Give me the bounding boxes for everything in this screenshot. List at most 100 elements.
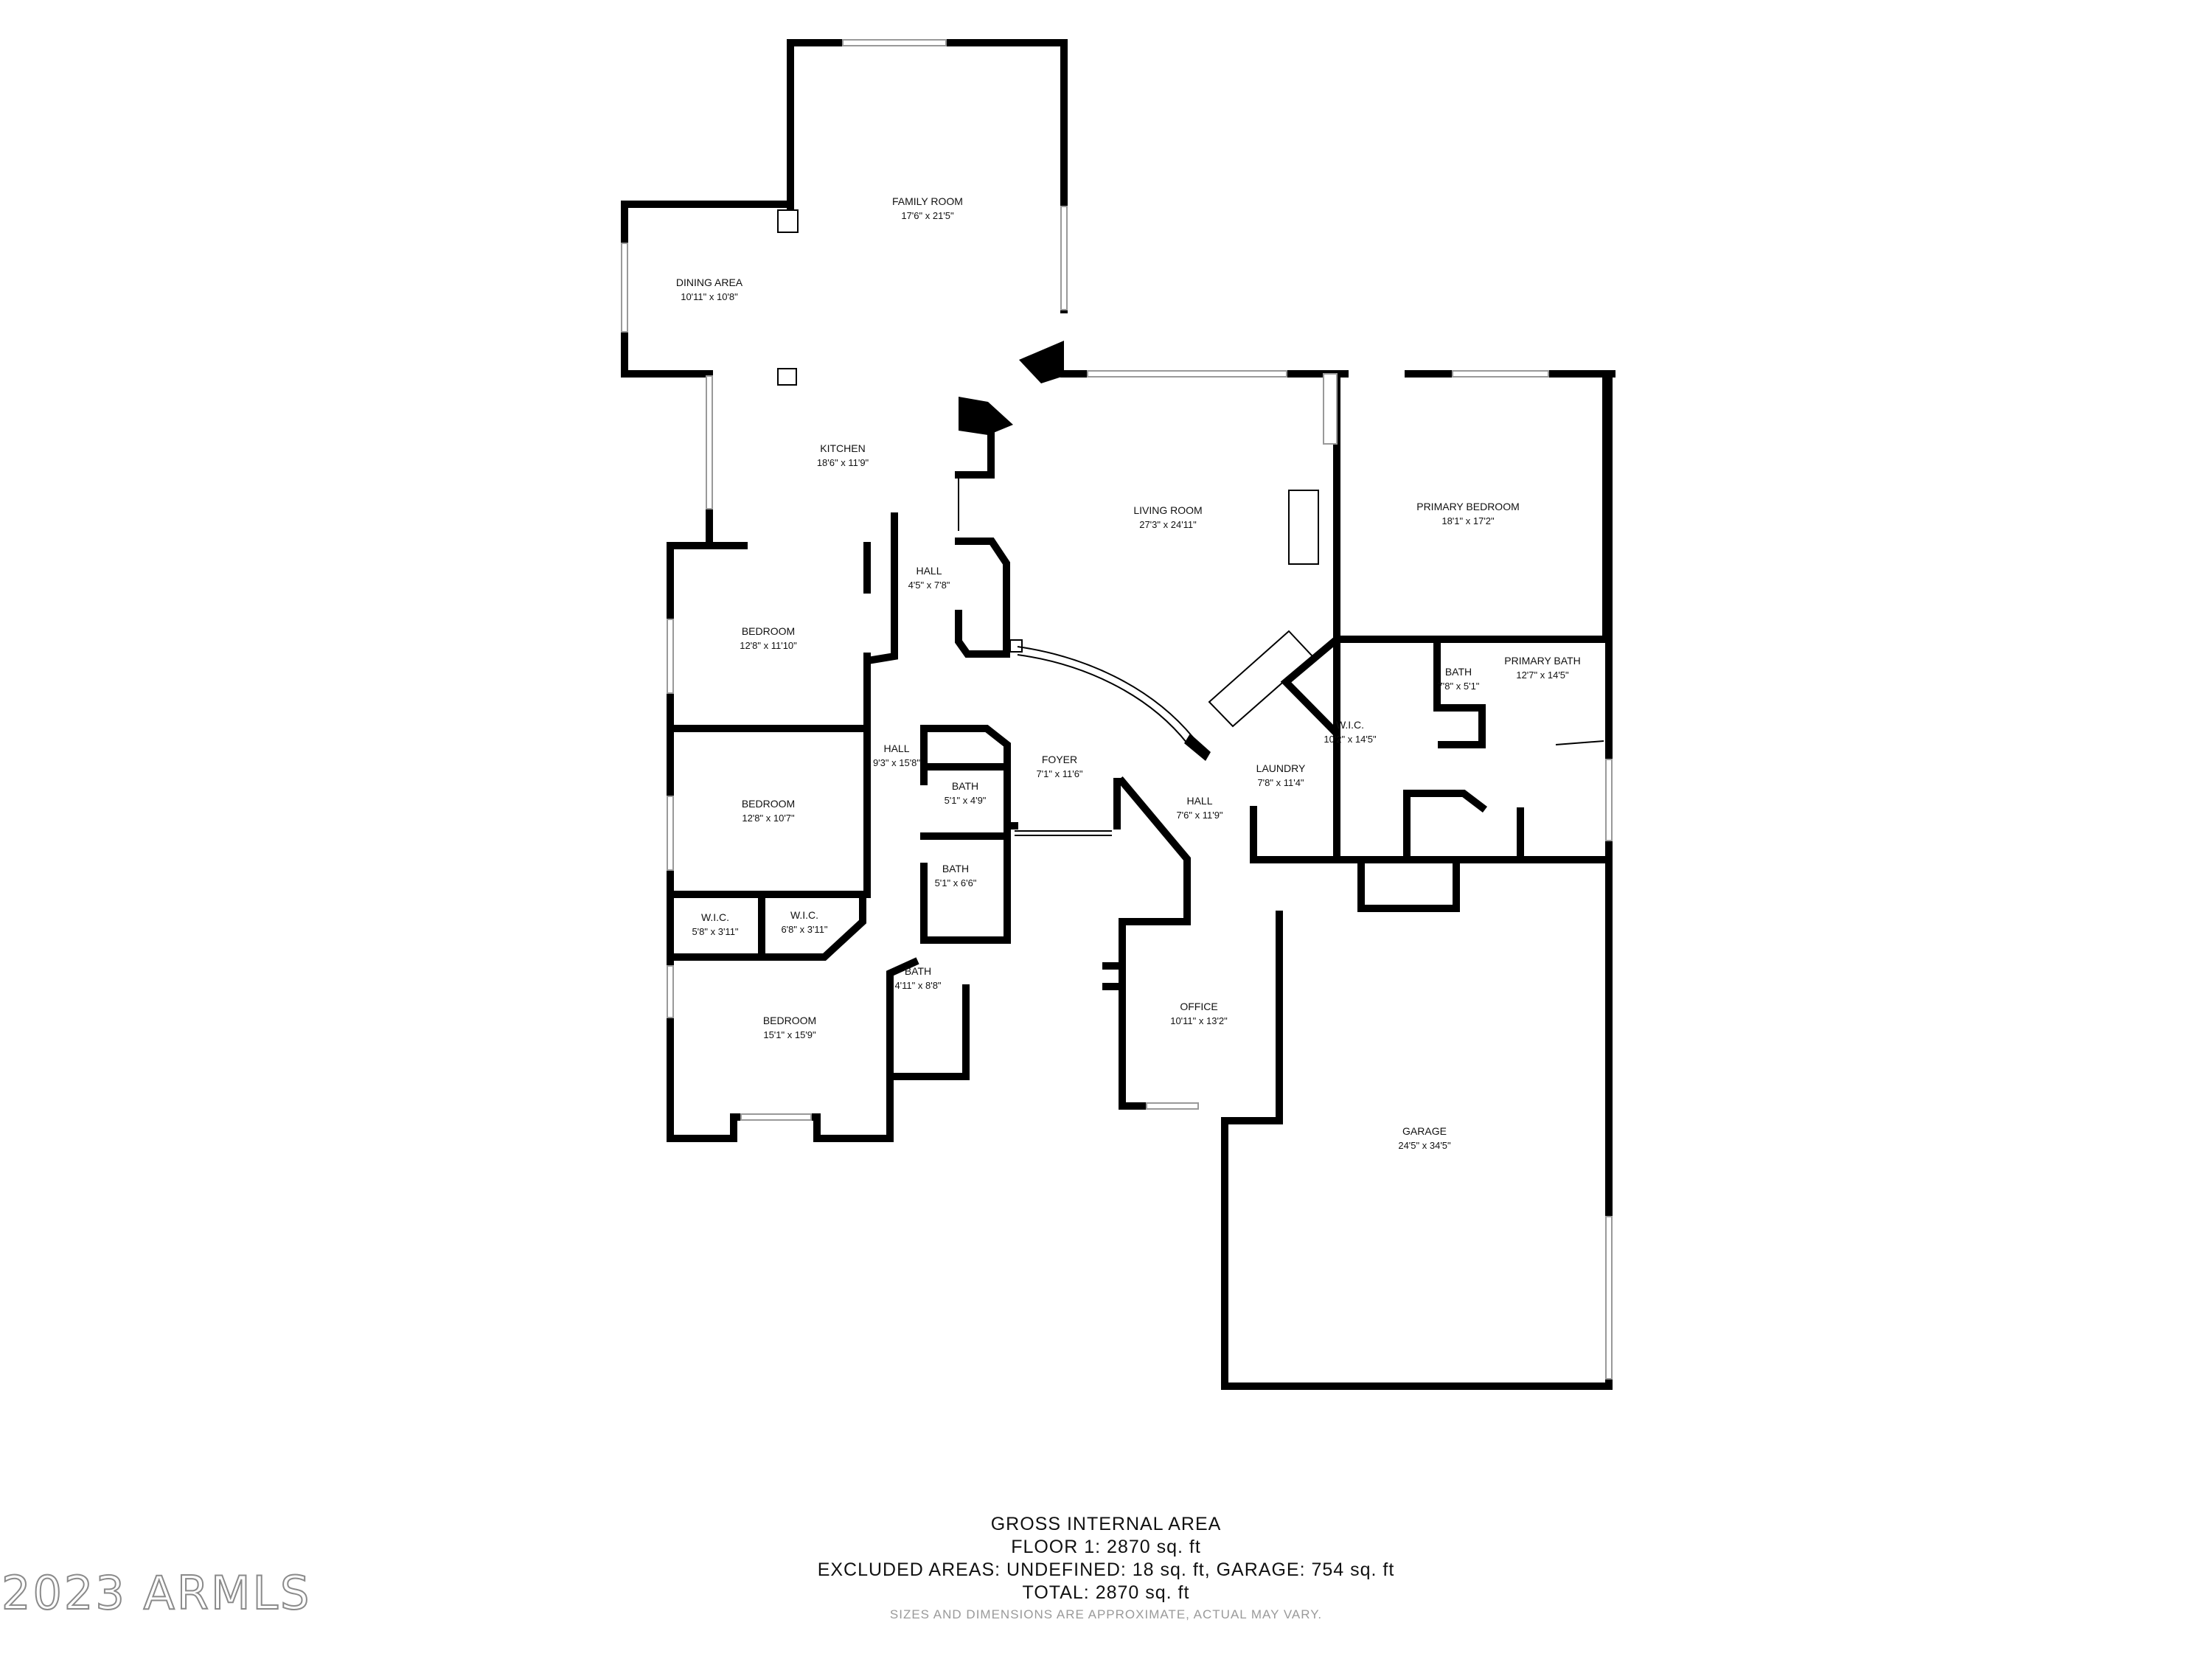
window-primary-north (1452, 370, 1549, 378)
window-bed1-west (667, 619, 674, 694)
window-office-south (1146, 1102, 1199, 1110)
room-kitchen: KITCHEN 18'6" x 11'9" (817, 442, 869, 468)
family-column (777, 209, 799, 233)
window-garage-east (1605, 1216, 1613, 1380)
foyer-column (1009, 639, 1023, 653)
room-name: HALL (916, 565, 942, 577)
window-family-east (1060, 206, 1068, 310)
bay-window (1323, 373, 1338, 445)
room-name: BATH (952, 780, 978, 792)
window-primary-bath-east (1605, 759, 1613, 841)
room-name: BEDROOM (742, 798, 795, 810)
room-office: OFFICE 10'11" x 13'2" (1170, 1001, 1228, 1026)
hall1-east-wall (955, 538, 1010, 658)
summary-title: GROSS INTERNAL AREA (990, 1514, 1222, 1534)
family-room-wall (787, 39, 1068, 313)
room-name: HALL (883, 742, 909, 754)
room-name: FAMILY ROOM (892, 195, 963, 207)
fixtures (621, 39, 1613, 1380)
room-dimensions: 5'1" x 4'9" (945, 795, 987, 806)
room-name: BEDROOM (742, 625, 795, 637)
room-bedroom-1: BEDROOM 12'8" x 11'10" (740, 625, 797, 651)
bedroom2-wall (667, 725, 871, 898)
room-name: BATH (1445, 666, 1472, 678)
room-dimensions: 7'1" x 11'6" (1036, 768, 1082, 779)
room-name: FOYER (1042, 754, 1077, 765)
room-wic-1: W.I.C. 5'8" x 3'11" (692, 911, 738, 937)
room-dimensions: 12'8" x 10'7" (742, 813, 795, 824)
room-wic-primary: W.I.C. 10'2" x 14'5" (1324, 719, 1377, 745)
summary-excluded: EXCLUDED AREAS: UNDEFINED: 18 sq. ft, GA… (817, 1559, 1395, 1580)
room-dimensions: 18'6" x 11'9" (817, 457, 869, 468)
room-name: BATH (942, 863, 969, 874)
kitchen-island-post (777, 368, 797, 386)
room-dimensions: 7'8" x 5'1" (1438, 681, 1480, 692)
dining-area-wall (621, 201, 794, 549)
room-name: OFFICE (1180, 1001, 1217, 1012)
foyer-curved-wall (1017, 646, 1194, 738)
area-summary: GROSS INTERNAL AREA FLOOR 1: 2870 sq. ft… (0, 1513, 2212, 1622)
wic-divider-wall (1433, 636, 1486, 748)
laundry-cabinets (1208, 630, 1314, 728)
primary-bath-fixture-wall (1403, 790, 1488, 863)
window-bed3-west (667, 965, 674, 1018)
summary-floor: FLOOR 1: 2870 sq. ft (1011, 1537, 1201, 1557)
room-name: BEDROOM (763, 1015, 816, 1026)
laundry-west-wall (1250, 806, 1281, 863)
room-living-room: LIVING ROOM 27'3" x 24'11" (1133, 504, 1202, 530)
room-name: W.I.C. (790, 909, 818, 921)
hall1-west-wall (863, 512, 898, 665)
room-bath-2: BATH 5'1" x 6'6" (935, 863, 977, 888)
room-family-room: FAMILY ROOM 17'6" x 21'5" (892, 195, 963, 221)
window-dining-west (621, 243, 628, 333)
room-bath-primary-small: BATH 7'8" x 5'1" (1438, 666, 1480, 692)
room-name: LIVING ROOM (1133, 504, 1202, 516)
primary-bath-vanity (1555, 740, 1604, 745)
room-dimensions: 7'8" x 11'4" (1257, 777, 1304, 788)
fireplace (1288, 490, 1319, 565)
room-dimensions: 5'8" x 3'11" (692, 926, 738, 937)
office-stub (1102, 962, 1126, 990)
window-kitchen-west (706, 375, 713, 509)
room-laundry: LAUNDRY 7'8" x 11'4" (1256, 762, 1306, 788)
room-name: PRIMARY BATH (1504, 655, 1580, 667)
room-name: W.I.C. (701, 911, 729, 923)
room-labels: FAMILY ROOM 17'6" x 21'5" DINING AREA 10… (676, 195, 1581, 1151)
bedroom1-wall (667, 542, 871, 732)
watermark: 2023 ARMLS (1, 1565, 312, 1621)
room-foyer: FOYER 7'1" x 11'6" (1036, 754, 1082, 779)
room-name: GARAGE (1402, 1125, 1447, 1137)
room-dimensions: 12'8" x 11'10" (740, 640, 797, 651)
room-name: KITCHEN (820, 442, 865, 454)
room-bedroom-3: BEDROOM 15'1" x 15'9" (763, 1015, 816, 1040)
room-dimensions: 6'8" x 3'11" (781, 924, 827, 935)
foyer-curved-wall-inner (1017, 654, 1188, 744)
walls (621, 39, 1615, 1390)
window-bed3-south (740, 1113, 812, 1121)
room-dimensions: 4'11" x 8'8" (894, 980, 941, 991)
room-name: BATH (905, 965, 931, 977)
foyer-pier (1184, 734, 1211, 761)
room-dimensions: 17'6" x 21'5" (901, 210, 954, 221)
room-bath-3: BATH 4'11" x 8'8" (894, 965, 941, 991)
garage-bump-wall (1357, 856, 1460, 912)
office-west-wall (1119, 918, 1154, 1110)
room-name: PRIMARY BEDROOM (1416, 501, 1520, 512)
laundry-wall (1280, 633, 1343, 863)
hall-east-angled-wall (1116, 776, 1191, 918)
room-name: LAUNDRY (1256, 762, 1306, 774)
wic-wall (667, 891, 866, 961)
summary-disclaimer: SIZES AND DIMENSIONS ARE APPROXIMATE, AC… (889, 1607, 1323, 1621)
room-dimensions: 9'3" x 15'8" (873, 757, 920, 768)
kitchen-return-wall (955, 431, 995, 479)
room-name: W.I.C. (1336, 719, 1364, 731)
room-dimensions: 27'3" x 24'11" (1139, 519, 1197, 530)
room-hall-2: HALL 9'3" x 15'8" (873, 742, 920, 768)
primary-bedroom-east-wall (1405, 370, 1613, 863)
room-dimensions: 7'6" x 11'9" (1176, 810, 1222, 821)
room-dimensions: 18'1" x 17'2" (1441, 515, 1495, 526)
room-name: DINING AREA (676, 276, 743, 288)
room-bedroom-2: BEDROOM 12'8" x 10'7" (742, 798, 795, 824)
room-dimensions: 4'5" x 7'8" (908, 580, 950, 591)
